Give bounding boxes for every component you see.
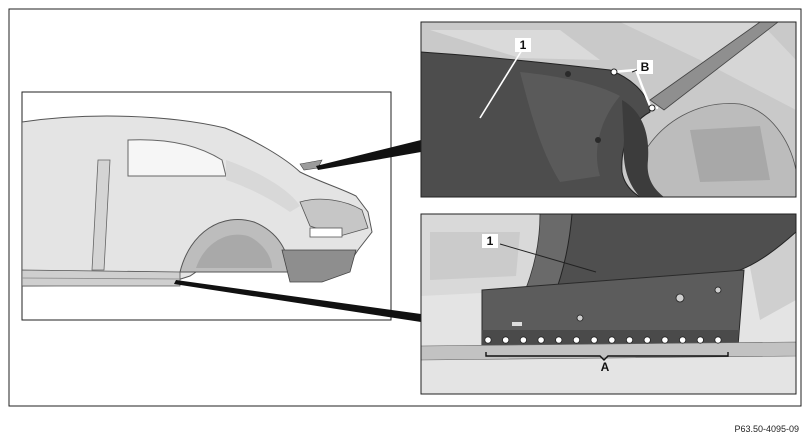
rivet [484, 336, 492, 344]
car-body-illustration [22, 115, 373, 287]
rivet [537, 336, 545, 344]
callout-1-bottom: 1 [487, 234, 494, 248]
callout-b: B [641, 60, 650, 74]
leader-to-bottom-detail [174, 280, 421, 322]
bottom-detail-panel: A 1 [420, 213, 797, 395]
leader-to-top-detail [316, 140, 421, 170]
rivet [555, 336, 563, 344]
rivet [679, 336, 687, 344]
rivet [572, 336, 581, 344]
callout-1-top: 1 [520, 38, 527, 52]
top-detail-panel: 1 B [420, 21, 797, 198]
range-bracket-a [485, 352, 729, 361]
rivet [502, 336, 510, 344]
rivet [590, 336, 598, 344]
rivet [661, 336, 669, 344]
rivet [696, 336, 704, 344]
callout-a: A [601, 360, 610, 374]
rivet [625, 336, 634, 344]
rivet [608, 336, 616, 344]
rivet [714, 336, 722, 344]
rivet [519, 336, 527, 344]
rivet-row [484, 336, 722, 344]
rivet [643, 336, 651, 344]
overview-panel [21, 91, 392, 321]
reference-code: P63.50-4095-09 [734, 424, 799, 434]
